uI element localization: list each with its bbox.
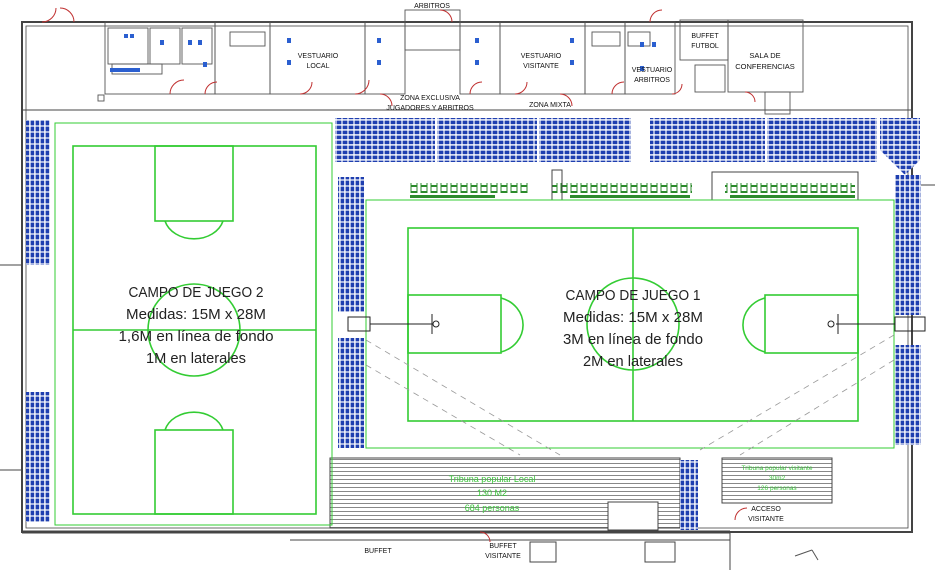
vestuario-arbitros-label-2: ARBITROS: [634, 77, 670, 84]
tribuna-visitante-area: 30m2: [769, 475, 786, 482]
tribuna-local-area: 130 M2: [477, 488, 507, 498]
field-1-size: Medidas: 15M x 28M: [563, 310, 703, 326]
acceso-visitante-label-2: VISITANTE: [748, 516, 784, 523]
vestuario-visitante-label-2: VISITANTE: [523, 63, 559, 70]
tribuna-visitante-text: Tribuna popular visitante 30m2 126 perso…: [742, 465, 813, 492]
buffet-futbol-label-1: BUFFET: [691, 33, 719, 40]
vestuario-local-label-1: VESTUARIO: [298, 53, 339, 60]
seats-right-lower: [895, 345, 921, 445]
seats-top-5: [767, 118, 877, 162]
seats-mid-upper: [338, 177, 364, 312]
vestuario-local-label-2: LOCAL: [307, 63, 330, 70]
seats-top-3: [539, 118, 631, 162]
buffet-futbol-label-2: FUTBOL: [691, 43, 719, 50]
buffet-bottom-label: BUFFET: [364, 548, 392, 555]
seats-left-lower: [26, 392, 50, 522]
compass-mark: [794, 549, 819, 561]
field-2-title: CAMPO DE JUEGO 2: [129, 285, 264, 301]
seats-left-upper: [26, 120, 50, 265]
field-1-laterales: 2M en laterales: [583, 354, 683, 370]
vestuario-visitante-label-1: VESTUARIO: [521, 53, 562, 60]
buffet-visitante-label-2: VISITANTE: [485, 553, 521, 560]
seats-corner: [880, 118, 920, 175]
seats-right-upper: [895, 175, 921, 315]
tribuna-visitante-title: Tribuna popular visitante: [742, 465, 813, 472]
seats-top-1: [335, 118, 435, 162]
field-2-text: CAMPO DE JUEGO 2 Medidas: 15M x 28M 1,6M…: [119, 285, 274, 367]
goal-posts: [347, 314, 926, 334]
seats-mid-lower: [338, 338, 364, 448]
popular-tribunes: [329, 457, 833, 563]
door-swings: [41, 7, 756, 543]
seats-top-4: [650, 118, 765, 162]
sanitary-fixtures: [110, 34, 656, 72]
field-2-fondo: 1,6M en línea de fondo: [119, 329, 274, 345]
field-2-laterales: 1M en laterales: [146, 351, 246, 367]
field-2-size: Medidas: 15M x 28M: [126, 307, 266, 323]
sight-lines: [365, 334, 895, 456]
seats-top-2: [437, 118, 537, 162]
field-1-fondo: 3M en línea de fondo: [563, 332, 703, 348]
sala-conferencias-label-1: SALA DE: [749, 51, 780, 60]
field-1-title: CAMPO DE JUEGO 1: [566, 288, 701, 304]
field-1-text: CAMPO DE JUEGO 1 Medidas: 15M x 28M 3M e…: [563, 288, 703, 370]
arbitros-top-label: ARBITROS: [414, 3, 450, 10]
field-2-lines: [54, 122, 333, 526]
tribuna-local-title: Tribuna popular Local: [449, 474, 536, 484]
seating-tribunes: [26, 118, 921, 522]
tribuna-local-capacity: 684 personas: [465, 503, 520, 513]
zona-exclusiva-label-1: ZONA EXCLUSIVA: [400, 95, 460, 102]
acceso-visitante-label-1: ACCESO: [751, 506, 781, 513]
tribuna-local-text: Tribuna popular Local 130 M2 684 persona…: [449, 474, 536, 513]
zona-mixta-label: ZONA MIXTA: [529, 102, 571, 109]
zona-exclusiva-label-2: JUGADORES Y ARBITROS: [386, 105, 474, 112]
buffet-visitante-label-1: BUFFET: [489, 543, 517, 550]
vestuario-arbitros-label-1: VESTUARIO: [632, 67, 673, 74]
team-benches: [408, 169, 859, 201]
sala-conferencias-label-2: CONFERENCIAS: [735, 62, 795, 71]
tribuna-visitante-capacity: 126 personas: [757, 485, 797, 492]
service-rooms: [97, 9, 804, 115]
